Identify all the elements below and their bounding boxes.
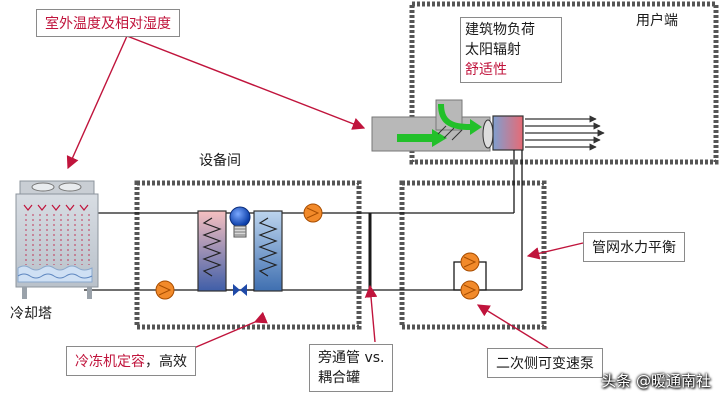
outdoor-conditions-callout: 室外温度及相对湿度 [36, 9, 180, 37]
user-end-label: 用户端 [636, 13, 678, 29]
evaporator-coil [253, 210, 283, 292]
user-load-building: 建筑物负荷 [465, 22, 535, 38]
expansion-valve-icon [226, 284, 254, 296]
secondary-room [399, 180, 547, 330]
return-air-arrow-icon [438, 104, 482, 135]
pump-icon [303, 203, 323, 223]
network-balance-callout: 管网水力平衡 [583, 232, 685, 262]
callout-arrows [66, 35, 584, 357]
supply-duct [371, 99, 491, 152]
variable-pump-callout: 二次侧可变速泵 [487, 348, 603, 378]
user-loads-box: 建筑物负荷 太阳辐射 舒适性 [460, 17, 562, 83]
watermark: 头条 @暖通南社 [601, 372, 711, 390]
bypass-callout: 旁通管 vs. 耦合罐 [309, 344, 394, 392]
equipment-room-label: 设备间 [199, 153, 241, 169]
supply-air-arrows [525, 115, 605, 151]
user-load-comfort: 舒适性 [465, 62, 507, 78]
cooling-tower-label: 冷却塔 [10, 306, 52, 322]
user-end-room [409, 1, 719, 165]
equipment-room [134, 180, 362, 330]
compressor-icon [229, 206, 251, 238]
variable-pump-icon [460, 252, 480, 272]
user-load-solar: 太阳辐射 [465, 42, 521, 58]
chiller-callout: 冷冻机定容，高效 [66, 346, 196, 376]
cooling-tower-icon [15, 180, 99, 299]
pump-icon [155, 280, 175, 300]
airflow-arrow-icon [397, 129, 447, 147]
pipe-network [84, 150, 523, 291]
fan-coil-unit [482, 115, 524, 151]
condenser-coil [197, 210, 227, 292]
variable-pump-icon [460, 280, 480, 300]
